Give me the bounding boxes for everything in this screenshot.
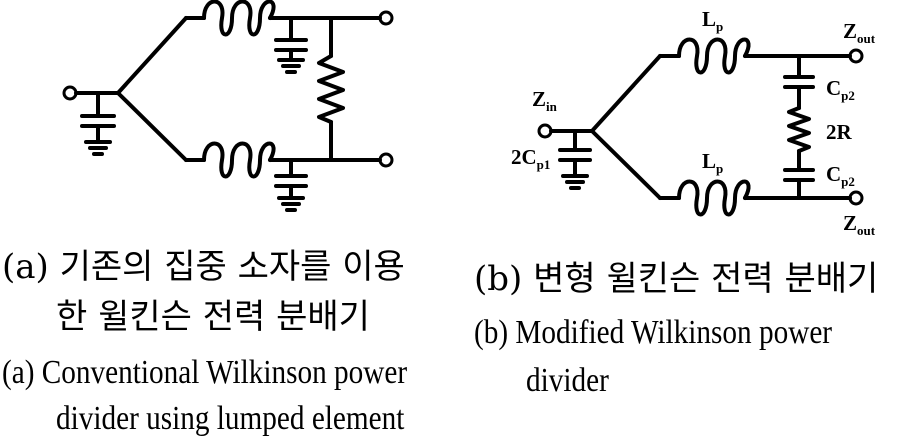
circuit-a (62, 0, 394, 212)
series-cp2-resistor-cp2 (783, 54, 815, 200)
caption-b-korean: (b) 변형 윌킨슨 전력 분배기 (474, 259, 879, 299)
zout-top-label: Zout (843, 19, 876, 46)
2cp1-label: 2Cp1 (511, 145, 550, 172)
inductor-lp-top (677, 37, 751, 75)
output-port-bottom-a (378, 152, 394, 168)
inductor-bottom-a (202, 141, 276, 179)
caption-a-english-line2: divider using lumped element (56, 400, 405, 437)
caption-a-korean-line1: (a) 기존의 집중 소자를 이용 (2, 247, 405, 287)
shunt-capacitor-input-a (80, 91, 116, 156)
2r-label: 2R (826, 120, 853, 144)
output-port-top-b (848, 48, 864, 64)
isolation-resistor-a (317, 16, 345, 162)
caption-a-english-line1: (a) Conventional Wilkinson power (2, 354, 408, 391)
lp-bottom-label: Lp (702, 149, 723, 176)
inductor-lp-bottom (677, 179, 751, 217)
zin-label: Zin (532, 87, 558, 114)
branch-top-a (116, 16, 188, 95)
labels-b: Zin Lp Lp Zout Zout Cp2 Cp2 2R 2Cp1 (511, 7, 876, 238)
branch-top-b (590, 54, 662, 133)
circuit-b (537, 37, 864, 217)
branch-bottom-b (590, 129, 662, 200)
caption-a-korean-line2: 한 윌킨슨 전력 분배기 (56, 297, 370, 337)
caption-b-english-line1: (b) Modified Wilkinson power (474, 314, 833, 351)
output-port-bottom-b (848, 190, 864, 206)
zout-bottom-label: Zout (843, 211, 876, 238)
branch-bottom-a (116, 91, 188, 162)
output-port-top-a (378, 10, 394, 26)
lp-top-label: Lp (702, 7, 723, 34)
cp2-top-label: Cp2 (826, 76, 855, 103)
caption-b-english-line2: divider (526, 362, 609, 399)
shunt-capacitor-bottom-a (274, 158, 308, 212)
cp2-bottom-label: Cp2 (826, 162, 855, 189)
shunt-capacitor-2cp1 (558, 129, 592, 190)
shunt-capacitor-top-a (274, 16, 308, 74)
inductor-top-a (202, 0, 276, 37)
